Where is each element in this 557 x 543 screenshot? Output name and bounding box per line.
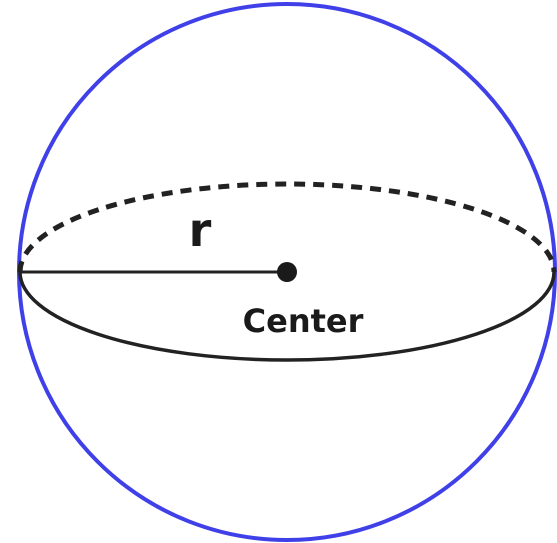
radius-label: r (189, 203, 212, 257)
center-point (277, 262, 297, 282)
center-label: Center (243, 302, 364, 340)
equator-front-solid (18, 271, 556, 362)
equator-back-dashed (17, 181, 557, 273)
